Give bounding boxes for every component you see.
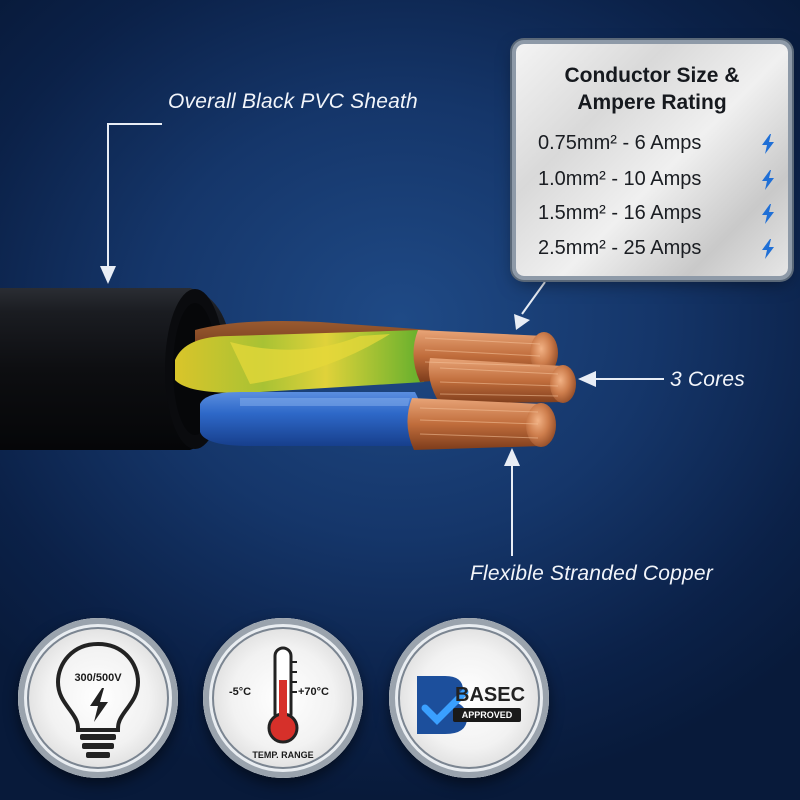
rating-row-text: 1.0mm² - 10 Amps bbox=[538, 168, 702, 190]
rating-row-text: 1.5mm² - 16 Amps bbox=[538, 202, 702, 224]
copper-label: Flexible Stranded Copper bbox=[470, 562, 713, 585]
rating-row-text: 2.5mm² - 25 Amps bbox=[538, 237, 702, 259]
basec-name: BASEC bbox=[455, 684, 526, 706]
conductor-rating-panel: Conductor Size & Ampere Rating 0.75mm² -… bbox=[516, 44, 788, 276]
rating-row-text: 0.75mm² - 6 Amps bbox=[538, 132, 702, 154]
basec-logo-icon bbox=[417, 676, 521, 734]
light-bulb-icon bbox=[55, 641, 141, 758]
sheath-label: Overall Black PVC Sheath bbox=[168, 90, 418, 113]
basec-approved-badge: BASEC APPROVED bbox=[389, 618, 549, 778]
voltage-rating: 300/500V bbox=[74, 672, 122, 684]
temperature-caption: TEMP. RANGE bbox=[252, 750, 314, 760]
rating-panel-subtitle: Ampere Rating bbox=[577, 91, 727, 114]
lightning-bolt-icon bbox=[762, 170, 774, 190]
voltage-badge: 300/500V bbox=[18, 618, 178, 778]
rating-row: 1.5mm² - 16 Amps bbox=[538, 198, 778, 228]
rating-row: 0.75mm² - 6 Amps bbox=[538, 128, 778, 158]
lightning-bolt-icon bbox=[762, 239, 774, 259]
blue-core bbox=[200, 392, 424, 446]
temperature-range-badge: -5°C +70°C TEMP. RANGE bbox=[203, 618, 363, 778]
sheath-arrow-icon bbox=[100, 266, 116, 284]
rating-row: 1.0mm² - 10 Amps bbox=[538, 164, 778, 194]
rating-row: 2.5mm² - 25 Amps bbox=[538, 233, 778, 263]
thermometer-icon bbox=[267, 646, 299, 744]
lightning-bolt-icon bbox=[762, 134, 774, 154]
cores-arrow-icon bbox=[578, 371, 596, 387]
rating-panel-title: Conductor Size & bbox=[564, 64, 740, 87]
cores-label: 3 Cores bbox=[670, 368, 745, 391]
panel-arrow-icon bbox=[514, 314, 530, 330]
temperature-min: -5°C bbox=[229, 686, 252, 698]
sheath-pointer-line bbox=[107, 123, 162, 270]
temperature-max: +70°C bbox=[298, 686, 330, 698]
basec-status: APPROVED bbox=[461, 710, 513, 720]
panel-pointer-line bbox=[521, 281, 546, 315]
copper-arrow-icon bbox=[504, 448, 520, 466]
lightning-bolt-icon bbox=[762, 204, 774, 224]
